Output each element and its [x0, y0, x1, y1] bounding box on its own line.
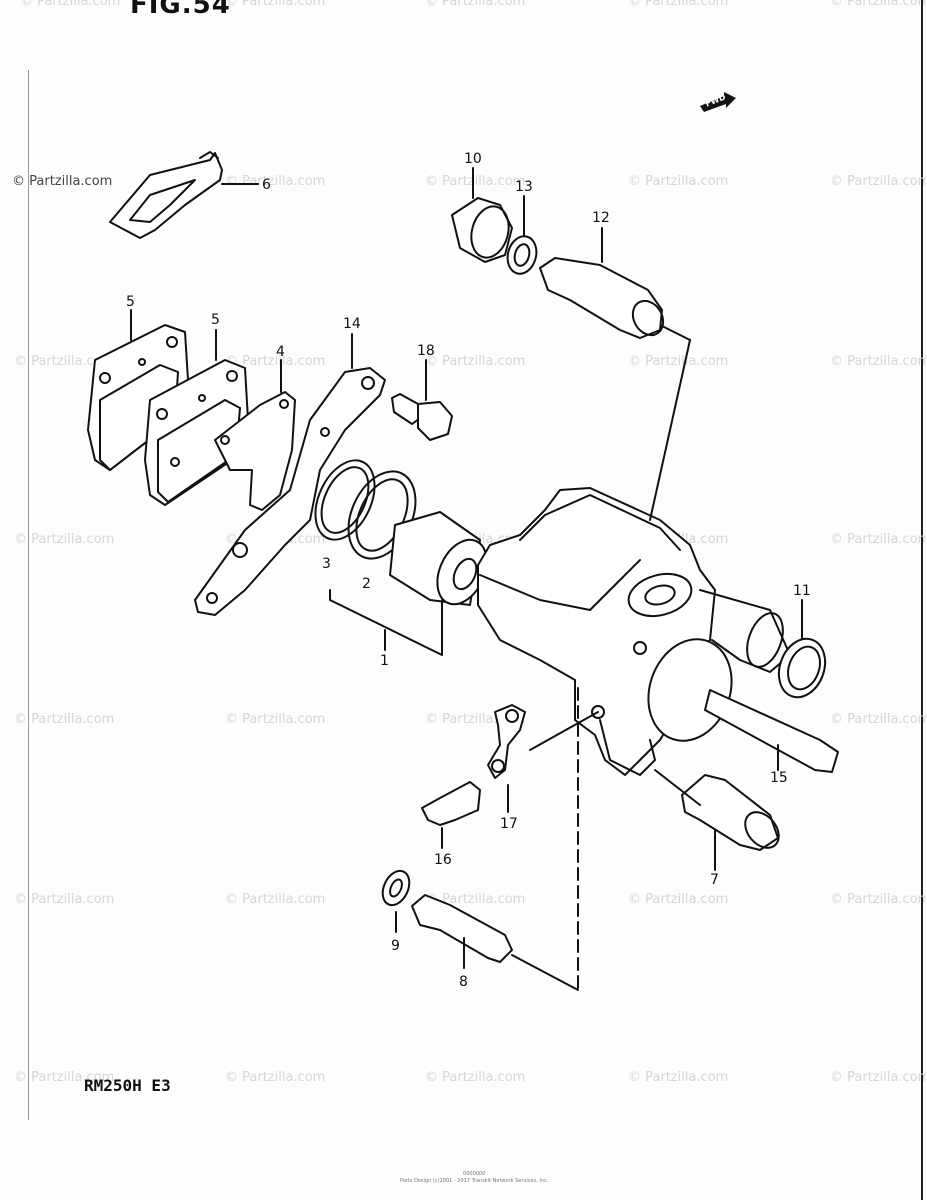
- footer-line-1: 0000000: [463, 1171, 486, 1177]
- watermark: © Partzilla.com: [225, 892, 326, 907]
- watermark: © Partzilla.com: [12, 174, 113, 189]
- label-15: 15: [770, 770, 788, 786]
- watermark: © Partzilla.com: [14, 532, 115, 547]
- slide-pin: [704, 689, 839, 773]
- label-13: 13: [515, 179, 533, 195]
- label-14: 14: [343, 316, 361, 332]
- watermark: © Partzilla.com: [628, 0, 729, 9]
- label-18: 18: [417, 343, 435, 359]
- pin-boot: [777, 599, 827, 699]
- watermark: © Partzilla.com: [830, 892, 927, 907]
- bleeder-valve: [421, 781, 481, 849]
- caliper-piston: [389, 511, 488, 606]
- footer-line-2: Parts Design (c)2001 - 2017 Transkit Net…: [400, 1178, 549, 1184]
- label-5b: 5: [211, 312, 220, 328]
- sleeve-boot: [681, 774, 780, 871]
- caliper-body: [477, 324, 791, 991]
- banjo-bracket: [487, 704, 526, 813]
- forward-arrow-icon: FWD: [700, 92, 736, 112]
- watermark: © Partzilla.com: [425, 0, 526, 9]
- label-16: 16: [434, 852, 452, 868]
- caliper-bracket: [194, 333, 386, 616]
- label-17: 17: [500, 816, 518, 832]
- label-10: 10: [464, 151, 482, 167]
- watermark: © Partzilla.com: [225, 0, 326, 9]
- pad-pin: [411, 894, 579, 991]
- figure-title: FIG.54: [130, 0, 231, 20]
- watermark: © Partzilla.com: [628, 174, 729, 189]
- part-labels: 1 2 3 4 5 5 6 7 8 9 10 11 12 13 14 15 16…: [126, 151, 811, 990]
- watermark: © Partzilla.com: [628, 354, 729, 369]
- label-12: 12: [592, 210, 610, 226]
- pad-spring-clip: [109, 151, 259, 239]
- slide-pin-upper: [539, 227, 665, 339]
- watermark: © Partzilla.com: [225, 354, 326, 369]
- model-label: RM250H E3: [84, 1076, 171, 1095]
- watermark: © Partzilla.com: [628, 1070, 729, 1085]
- watermark: © Partzilla.com: [425, 892, 526, 907]
- pad-shim-plate: [214, 359, 296, 511]
- slide-pin-boot: [451, 167, 513, 263]
- pin-washer: [506, 195, 538, 275]
- watermark: © Partzilla.com: [225, 174, 326, 189]
- watermark: © Partzilla.com: [425, 1070, 526, 1085]
- label-3: 3: [322, 556, 331, 572]
- watermark: © Partzilla.com: [830, 1070, 927, 1085]
- label-7: 7: [710, 872, 719, 888]
- watermark: © Partzilla.com: [225, 1070, 326, 1085]
- watermark: © Partzilla.com: [14, 892, 115, 907]
- label-4: 4: [276, 344, 285, 360]
- right-border-line: [921, 0, 923, 1200]
- watermark: © Partzilla.com: [14, 354, 115, 369]
- watermark: © Partzilla.com: [20, 0, 121, 9]
- watermark: © Partzilla.com: [14, 1070, 115, 1085]
- label-1: 1: [380, 653, 389, 669]
- watermark: © Partzilla.com: [830, 174, 927, 189]
- watermark: © Partzilla.com: [628, 892, 729, 907]
- washer: [381, 869, 411, 933]
- watermark: © Partzilla.com: [425, 174, 526, 189]
- watermark: © Partzilla.com: [830, 712, 927, 727]
- label-11: 11: [793, 583, 811, 599]
- watermark: © Partzilla.com: [830, 0, 927, 9]
- label-6: 6: [262, 177, 271, 193]
- bracket-bolt: [391, 359, 453, 441]
- watermark: © Partzilla.com: [225, 712, 326, 727]
- footer-credit: 0000000 Parts Design (c)2001 - 2017 Tran…: [400, 1171, 548, 1185]
- label-8: 8: [459, 974, 468, 990]
- watermark: © Partzilla.com: [830, 532, 927, 547]
- label-5a: 5: [126, 294, 135, 310]
- piston-seal: [314, 459, 376, 541]
- watermark: © Partzilla.com: [425, 354, 526, 369]
- label-9: 9: [391, 938, 400, 954]
- label-2: 2: [362, 576, 371, 592]
- watermark: © Partzilla.com: [14, 712, 115, 727]
- watermark: © Partzilla.com: [830, 354, 927, 369]
- left-margin-line: [28, 70, 29, 1120]
